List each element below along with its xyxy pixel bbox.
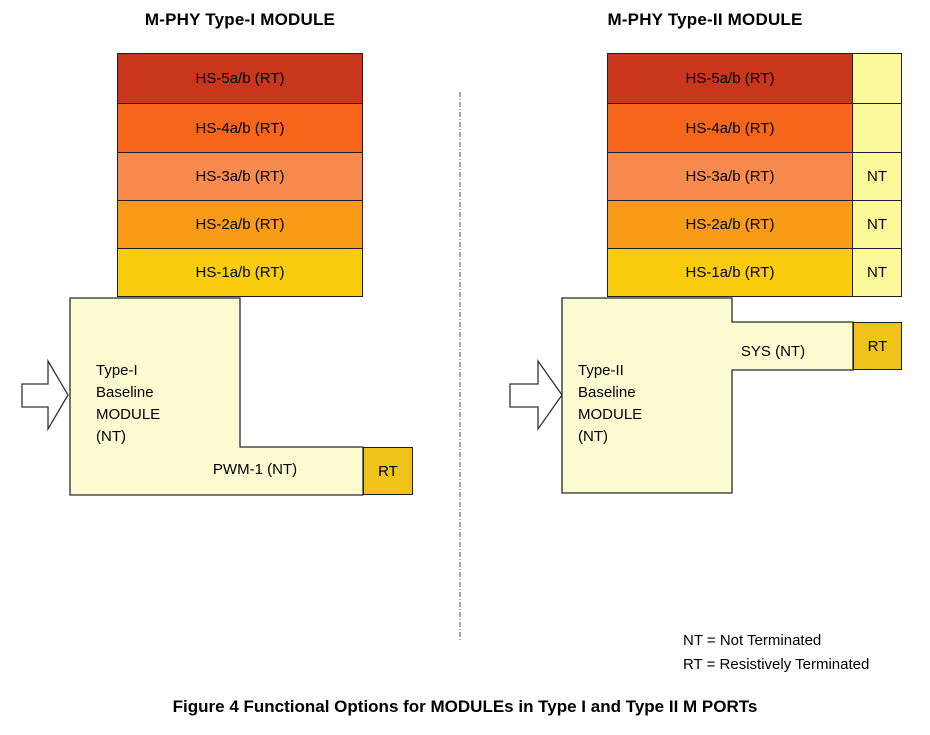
legend: NT = Not Terminated RT = Resistively Ter… — [683, 629, 869, 677]
legend-rt: RT = Resistively Terminated — [683, 656, 870, 673]
right-hs2-bar: HS-2a/b (RT) — [607, 200, 853, 249]
left-hs2-bar: HS-2a/b (RT) — [117, 200, 363, 249]
right-hs2-label: HS-2a/b (RT) — [685, 216, 775, 233]
legend-nt: NT = Not Terminated — [683, 632, 822, 649]
left-module-title: M-PHY Type-I MODULE — [144, 10, 336, 29]
type1-line1: Type-I — [96, 362, 138, 379]
right-hs5-label: HS-5a/b (RT) — [685, 70, 775, 87]
left-hs3-label: HS-3a/b (RT) — [195, 168, 285, 185]
left-hs3-bar: HS-3a/b (RT) — [117, 152, 363, 201]
right-hs1-bar: HS-1a/b (RT) — [607, 248, 853, 297]
right-hs3-label: HS-3a/b (RT) — [685, 168, 775, 185]
right-hs1-label: HS-1a/b (RT) — [685, 264, 775, 281]
type2-line2: Baseline — [578, 384, 636, 401]
right-input-arrow-icon — [509, 358, 563, 432]
left-hs4-bar: HS-4a/b (RT) — [117, 103, 363, 153]
left-hs1-bar: HS-1a/b (RT) — [117, 248, 363, 297]
type1-line4: (NT) — [96, 428, 126, 445]
left-hs5-label: HS-5a/b (RT) — [195, 70, 285, 87]
type1-line3: MODULE — [96, 406, 161, 423]
nt-cell-hs4 — [852, 103, 902, 153]
sys-label: SYS (NT) — [740, 343, 806, 360]
left-hs2-label: HS-2a/b (RT) — [195, 216, 285, 233]
nt-cell-hs2-label: NT — [867, 216, 887, 233]
right-hs4-bar: HS-4a/b (RT) — [607, 103, 853, 153]
left-rt-box: RT — [363, 447, 413, 495]
type2-baseline-module-shape — [561, 297, 854, 494]
right-hs4-label: HS-4a/b (RT) — [685, 119, 775, 137]
right-hs5-bar: HS-5a/b (RT) — [607, 53, 853, 104]
right-rt-label: RT — [867, 337, 888, 355]
left-hs4-label: HS-4a/b (RT) — [195, 119, 285, 137]
type2-baseline-module-label: Type-II Baseline MODULE (NT) — [578, 360, 642, 448]
right-rt-box: RT — [853, 322, 902, 370]
nt-cell-hs5 — [852, 53, 902, 104]
nt-cell-hs1-label: NT — [867, 264, 887, 281]
nt-cell-hs1: NT — [852, 248, 902, 297]
pwm1-label: PWM-1 (NT) — [212, 461, 298, 478]
type2-line3: MODULE — [578, 406, 643, 423]
type1-line2: Baseline — [96, 384, 154, 401]
nt-cell-hs3-label: NT — [867, 168, 887, 185]
figure-caption: Figure 4 Functional Options for MODULEs … — [172, 697, 758, 716]
nt-cell-hs3: NT — [852, 152, 902, 201]
right-hs3-bar: HS-3a/b (RT) — [607, 152, 853, 201]
type2-line4: (NT) — [578, 428, 608, 445]
left-hs1-label: HS-1a/b (RT) — [195, 264, 285, 281]
left-input-arrow-icon — [21, 358, 69, 432]
left-hs5-bar: HS-5a/b (RT) — [117, 53, 363, 104]
type1-baseline-module-label: Type-I Baseline MODULE (NT) — [96, 360, 160, 448]
left-rt-label: RT — [378, 462, 398, 480]
right-module-title: M-PHY Type-II MODULE — [607, 10, 803, 29]
type2-line1: Type-II — [578, 362, 624, 379]
nt-cell-hs2: NT — [852, 200, 902, 249]
